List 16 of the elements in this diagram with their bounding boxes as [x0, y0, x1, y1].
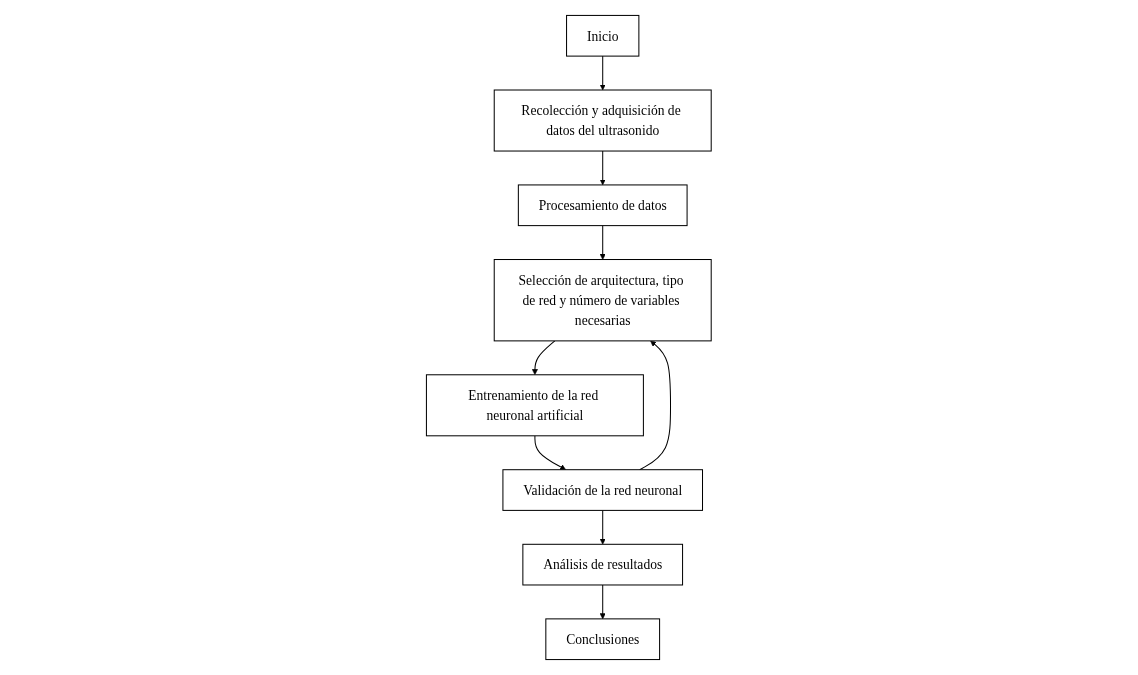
arrow: [599, 150, 606, 186]
arrow: [599, 225, 606, 260]
node-box: Selección de arquitectura, tipo de red y número de variables necesarias: [493, 259, 712, 342]
node-box: Entrenamiento de la red neuronal artificial: [426, 374, 645, 437]
node-box: Validación de la red neuronal: [502, 469, 704, 511]
arrow: [532, 340, 556, 376]
arrow: [534, 435, 567, 470]
node-box: Análisis de resultados: [522, 543, 684, 586]
node-box: Procesamiento de datos: [518, 184, 688, 227]
arrow: [639, 340, 672, 471]
node-box: Recolección y adquisición de datos del ultrasonido: [493, 89, 712, 152]
node-box: Inicio: [566, 14, 640, 57]
arrow: [599, 55, 606, 91]
node-box: Conclusiones: [545, 618, 661, 661]
arrow: [599, 509, 606, 545]
arrow: [599, 584, 606, 620]
